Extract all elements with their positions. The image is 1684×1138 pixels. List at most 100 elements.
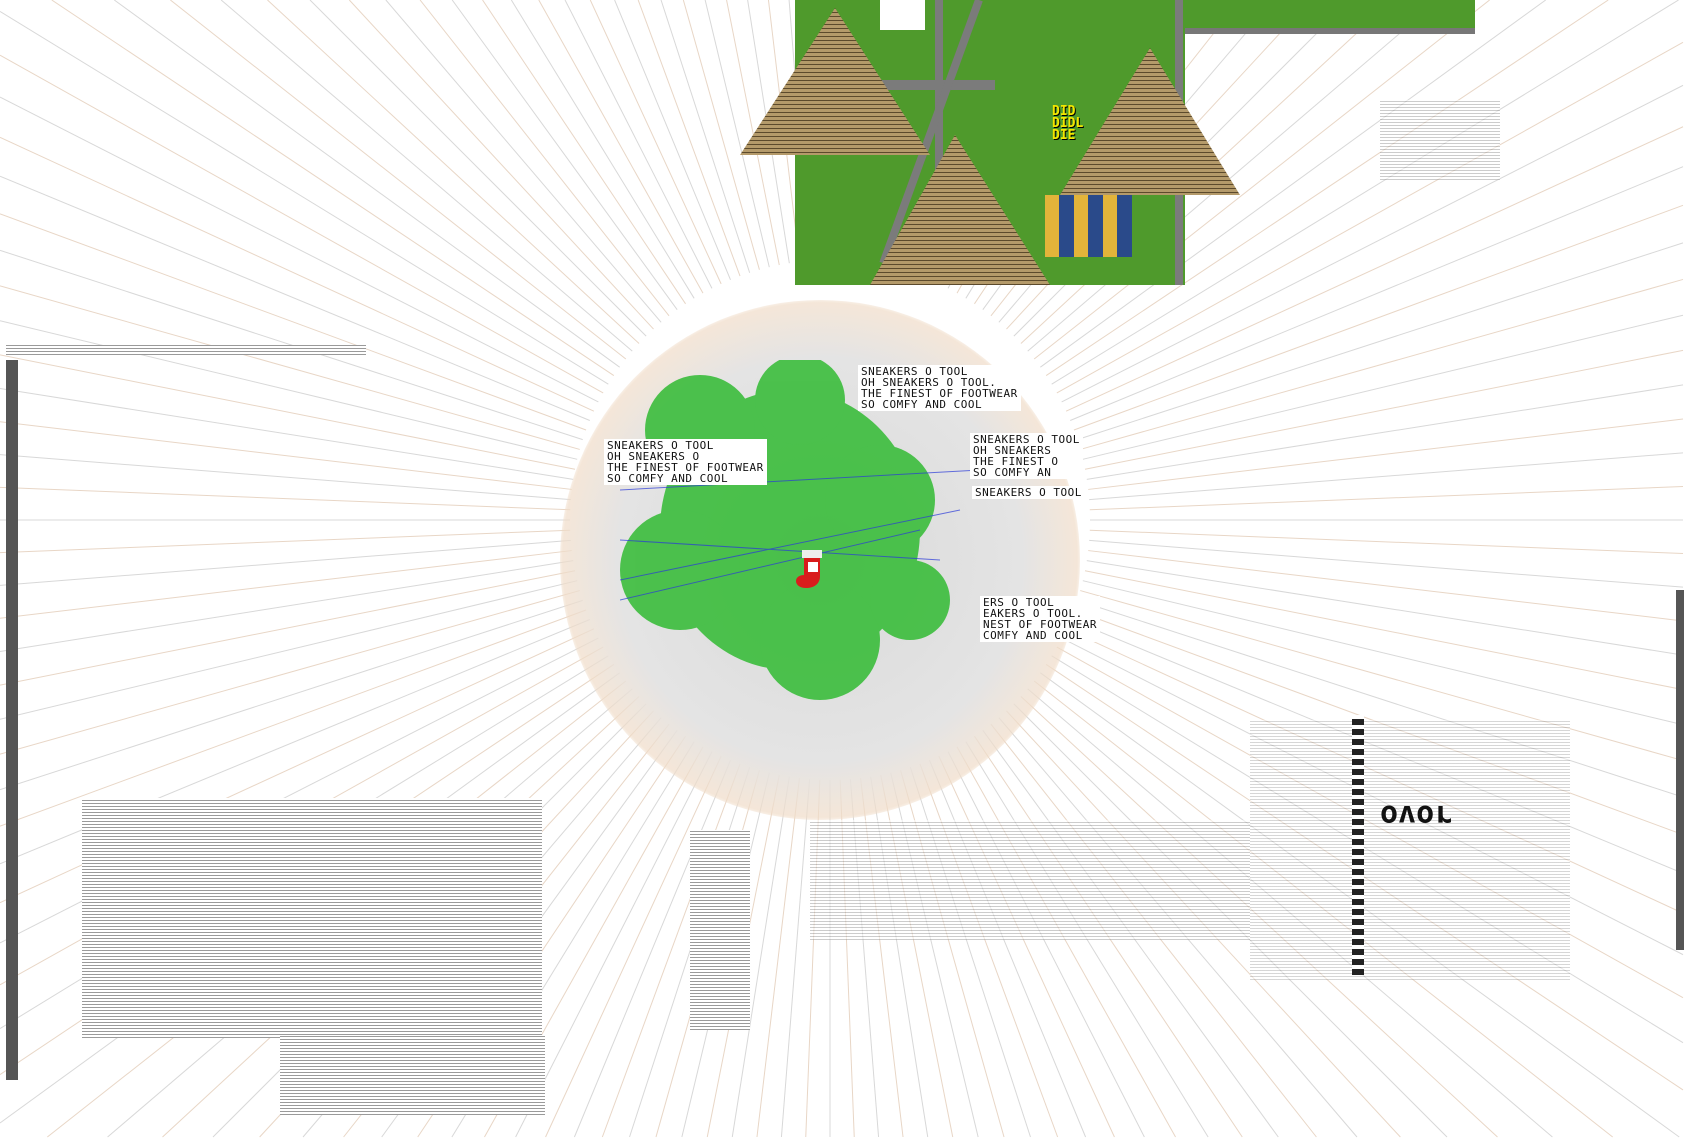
ray-line [0, 609, 587, 827]
glitch-block [1380, 100, 1500, 180]
map-strip [1185, 0, 1475, 34]
ray-line [1040, 0, 1547, 368]
ray-line [348, 0, 654, 330]
left-bar [6, 360, 18, 1080]
ray-line [1045, 664, 1684, 1091]
ray-line [1033, 680, 1613, 1138]
ray-line [220, 0, 633, 352]
ray-line [0, 570, 576, 686]
ray-line [1073, 204, 1684, 431]
ray-line [938, 755, 1115, 1138]
triangle [1060, 48, 1240, 195]
ray-line [0, 590, 580, 755]
ray-line [1051, 0, 1679, 385]
triangle [740, 8, 930, 155]
ray-line [1089, 485, 1684, 511]
lyric-line: NEST OF FOOTWEAR [983, 618, 1097, 631]
ray-line [0, 10, 609, 385]
ray-line [1084, 349, 1684, 470]
glitch-bar [6, 345, 366, 355]
ray-line [614, 0, 731, 280]
green-blob [620, 360, 980, 700]
glitch-block [82, 798, 542, 1038]
ray-line [589, 0, 722, 285]
ray-line [1065, 126, 1684, 412]
glitch-block [280, 1035, 545, 1115]
ray-line [0, 213, 587, 431]
lyrics-block: SNEAKERS O TOOL [972, 486, 1085, 499]
ray-line [0, 96, 599, 403]
ray-line [1065, 628, 1684, 914]
ray-line [1086, 384, 1684, 480]
ray-line [1056, 41, 1684, 394]
lyric-line: COMFY AND COOL [983, 629, 1083, 642]
ray-line [0, 285, 580, 450]
ray-line [956, 746, 1176, 1138]
ray-line [1020, 696, 1498, 1138]
ray-line [564, 0, 713, 289]
ray-line [113, 0, 620, 368]
ray-line [1088, 418, 1684, 490]
lyric-line: OH SNEAKERS [973, 444, 1052, 457]
ray-line [1027, 0, 1440, 352]
ray-line [0, 454, 571, 501]
sign-line: DIE [1052, 128, 1076, 143]
lyric-line: SO COMFY AND COOL [607, 472, 729, 485]
ray-line [780, 779, 811, 1138]
lyric-line: SO COMFY AND COOL [861, 398, 983, 411]
ray-line [1080, 278, 1684, 450]
ray-line [0, 175, 590, 421]
lyric-line: SNEAKERS O TOOL [973, 433, 1080, 446]
ray-line [1056, 646, 1684, 999]
road [935, 0, 943, 285]
ray-line [1077, 242, 1684, 441]
character-tiles [1045, 195, 1132, 257]
ray-line [385, 0, 662, 323]
triangle [870, 135, 1050, 285]
ray-line [0, 320, 578, 460]
ray-line [1027, 688, 1553, 1138]
ray-line [629, 767, 751, 1138]
ray-line [601, 763, 741, 1138]
ray-line [1086, 560, 1684, 656]
lyric-line: SO COMFY AN [973, 466, 1052, 479]
ray-line [0, 249, 583, 441]
ray-line [1082, 580, 1684, 726]
lyric-line: SNEAKERS O TOOL [607, 439, 714, 452]
ray-line [660, 0, 751, 273]
ray-line [1088, 550, 1684, 622]
ray-line [1070, 166, 1684, 421]
ray-line [726, 0, 780, 266]
ray-line [1061, 637, 1684, 956]
lyric-line: ERS O TOOL [983, 596, 1055, 609]
lyric-line: OH SNEAKERS O TOOL. [861, 376, 997, 389]
ray-line [929, 760, 1087, 1138]
yellow-sign: DID DIDL DIE [1052, 105, 1083, 143]
map-label [880, 0, 925, 30]
ray-line [1082, 314, 1684, 460]
ray-line [170, 0, 627, 360]
ray-line [1033, 0, 1490, 360]
ray-line [0, 599, 583, 791]
ray-line [1061, 84, 1684, 403]
ray-line [1084, 570, 1684, 691]
ray-line [0, 550, 572, 619]
ray-line [1051, 655, 1684, 1044]
wordmark: ovor [1380, 798, 1453, 833]
ray-line [1073, 609, 1684, 836]
lyric-line: SNEAKERS O TOOL [975, 486, 1082, 499]
ray-line [0, 539, 571, 586]
ray-line [1089, 452, 1684, 501]
ray-line [515, 751, 713, 1138]
glitch-column [1352, 715, 1364, 975]
ray-line [0, 580, 578, 720]
ray-line [1089, 539, 1684, 588]
ray-line [0, 354, 576, 470]
ray-line [637, 0, 741, 277]
lyric-line: OH SNEAKERS O [607, 450, 700, 463]
ray-line [1045, 0, 1609, 376]
